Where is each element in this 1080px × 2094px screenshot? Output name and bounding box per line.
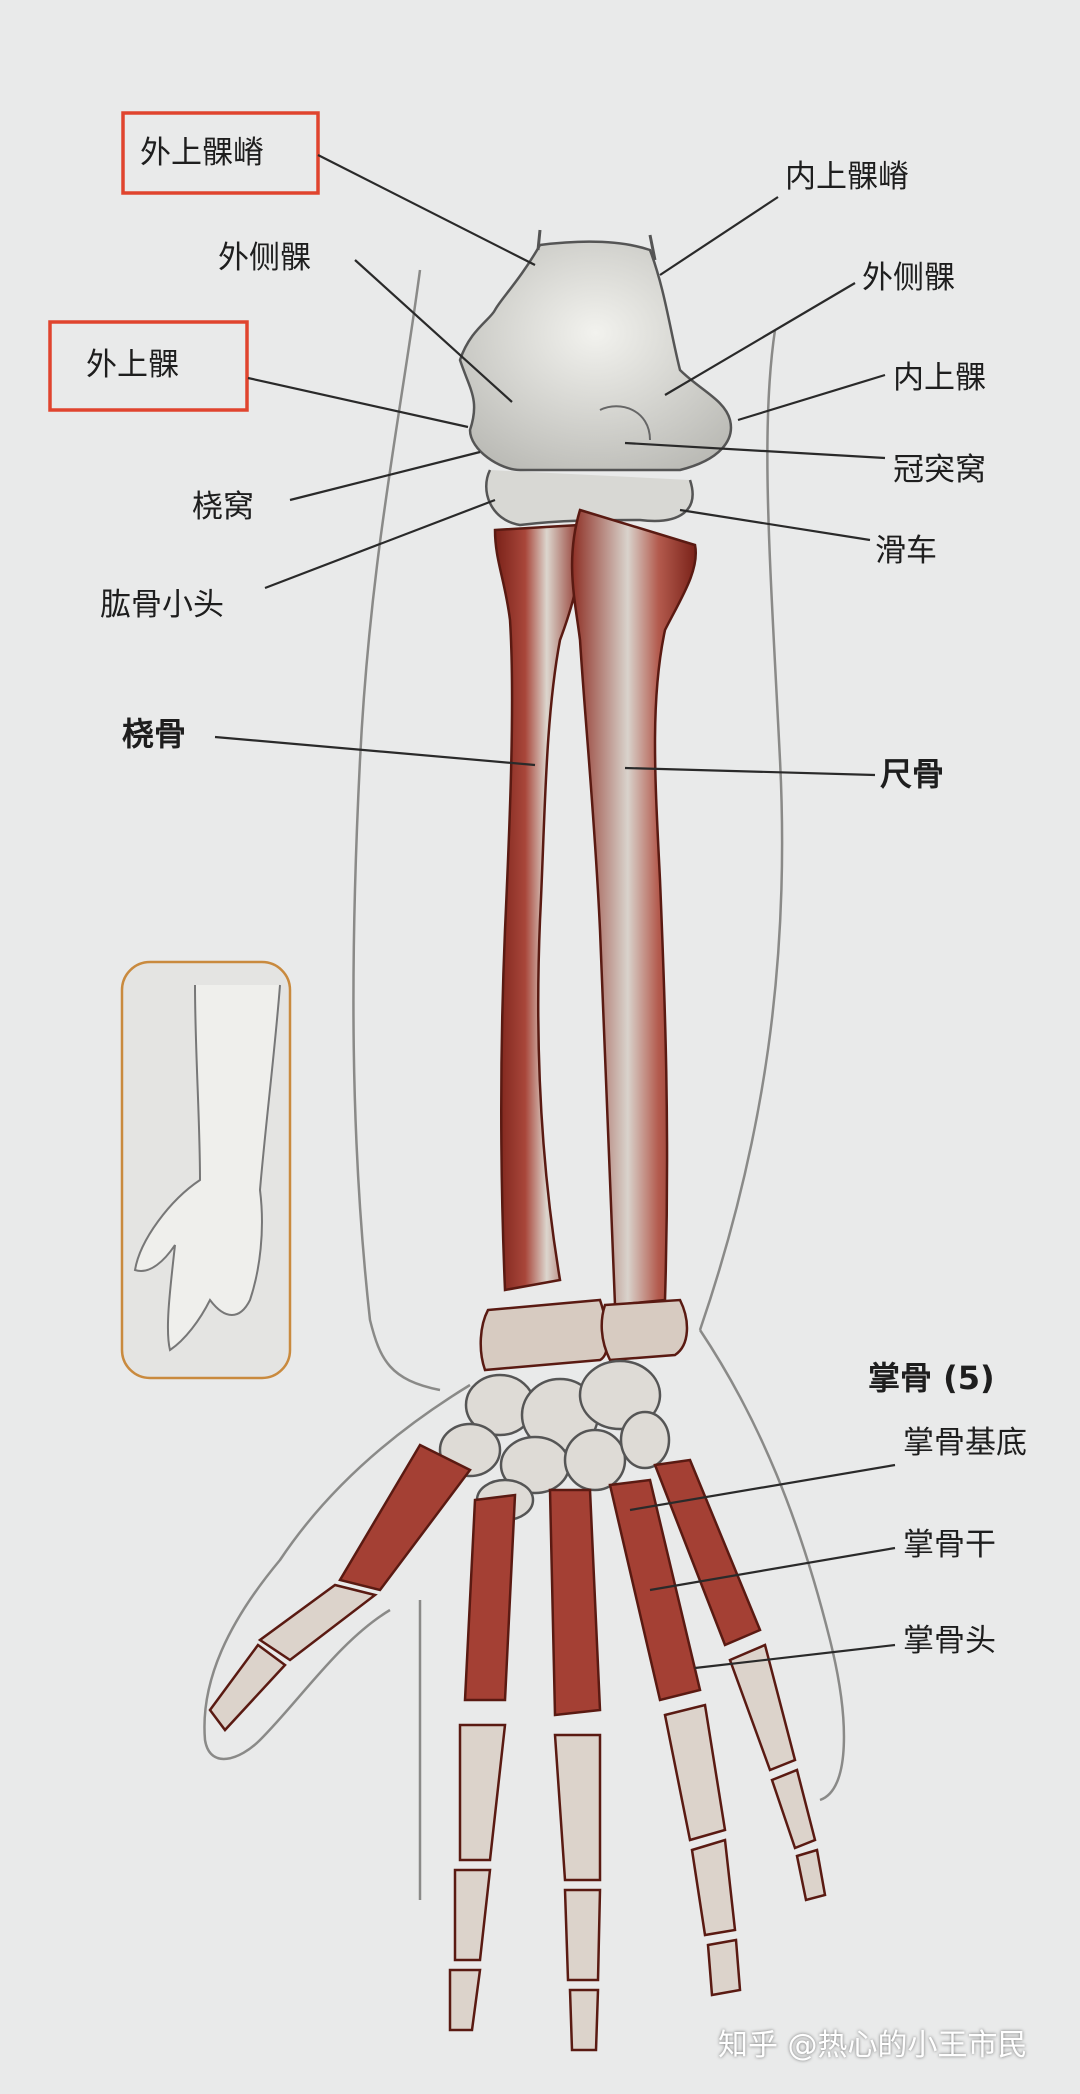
watermark: 知乎 @热心的小王市民 (718, 2028, 1028, 2063)
label-metacarpal-shaft: 掌骨干 (903, 1527, 996, 1563)
label-coronoid-fossa: 冠突窝 (893, 452, 986, 488)
label-medial-epicondyle: 内上髁 (893, 360, 986, 396)
leader-lines (214, 154, 896, 1670)
label-capitulum: 肱骨小头 (100, 587, 224, 623)
ulna-bone (570, 508, 698, 1362)
highlight-box-ridge (121, 111, 320, 195)
skin-outline (203, 269, 846, 1900)
label-lateral-condyle: 外侧髁 (218, 240, 311, 276)
carpal-bones (438, 1359, 671, 1522)
radius-bone (479, 523, 609, 1372)
label-metacarpal-head: 掌骨头 (903, 1623, 996, 1659)
label-metacarpals-title: 掌骨 (5) (868, 1359, 995, 1397)
inset-arm-thumbnail (120, 960, 292, 1380)
label-radial-fossa: 桡窝 (192, 489, 254, 525)
label-medial-supracondylar-ridge: 内上髁嵴 (785, 159, 909, 195)
label-ulna: 尺骨 (880, 755, 945, 793)
label-radius: 桡骨 (122, 715, 187, 753)
label-lateral-supracondylar-ridge: 外上髁嵴 (140, 135, 264, 171)
hand-bones (208, 1443, 827, 2052)
humerus-distal (458, 229, 733, 527)
label-lateral-condyle-right: 外侧髁 (862, 260, 955, 296)
label-metacarpal-base: 掌骨基底 (903, 1425, 1027, 1461)
label-lateral-epicondyle: 外上髁 (86, 347, 179, 383)
highlight-box-epicondyle (48, 320, 249, 412)
label-trochlea: 滑车 (875, 533, 937, 569)
